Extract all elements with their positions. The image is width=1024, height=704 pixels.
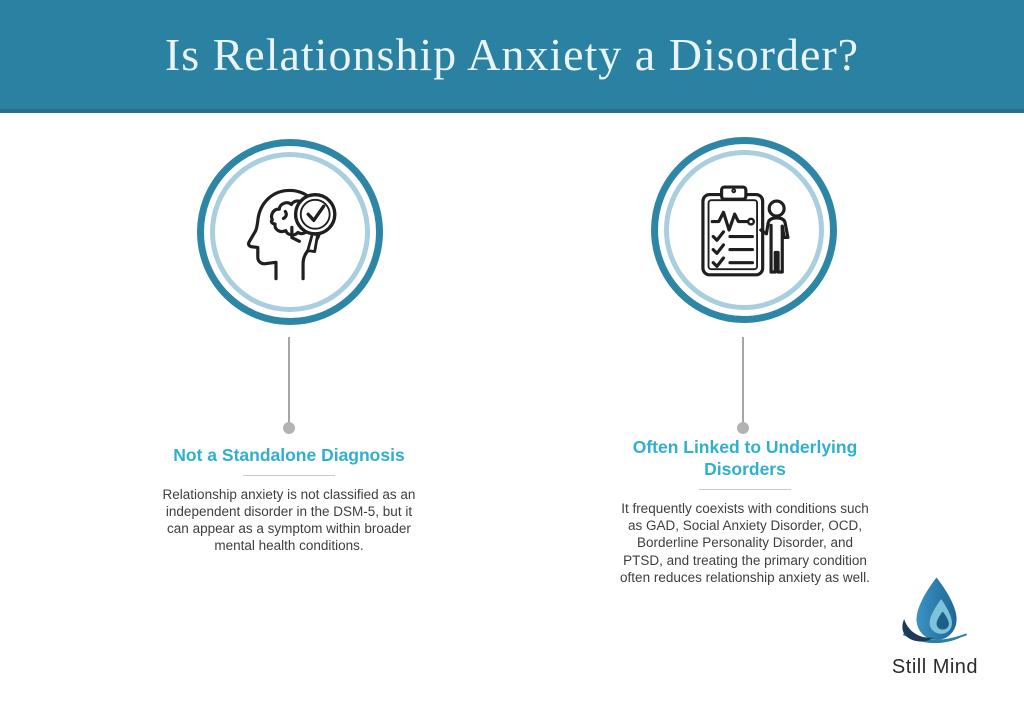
info-column-right: Often Linked to Underlying Disorders It … (595, 436, 895, 586)
heading-divider (699, 489, 791, 491)
column-heading: Not a Standalone Diagnosis (173, 445, 405, 465)
connector-stem-right (742, 337, 744, 423)
clipboard-checklist-person-icon (701, 185, 790, 277)
badge-circle-left (197, 139, 383, 325)
water-drop-ripple-icon (902, 577, 967, 644)
column-heading: Often Linked to Underlying Disorders (632, 437, 858, 480)
header-band: Is Relationship Anxiety a Disorder? (0, 0, 1024, 113)
brand-logo: Still Mind (877, 576, 993, 679)
column-body: Relationship anxiety is not classified a… (162, 487, 416, 554)
head-brain-magnifier-check-icon (247, 188, 337, 281)
heading-divider (243, 475, 335, 477)
badge-circle-right (651, 137, 837, 323)
brand-name: Still Mind (891, 656, 979, 678)
page-title: Is Relationship Anxiety a Disorder? (164, 29, 860, 80)
column-body: It frequently coexists with conditions s… (620, 501, 870, 585)
info-column-left: Not a Standalone Diagnosis Relationship … (139, 444, 439, 555)
connector-stem-left (288, 337, 290, 423)
